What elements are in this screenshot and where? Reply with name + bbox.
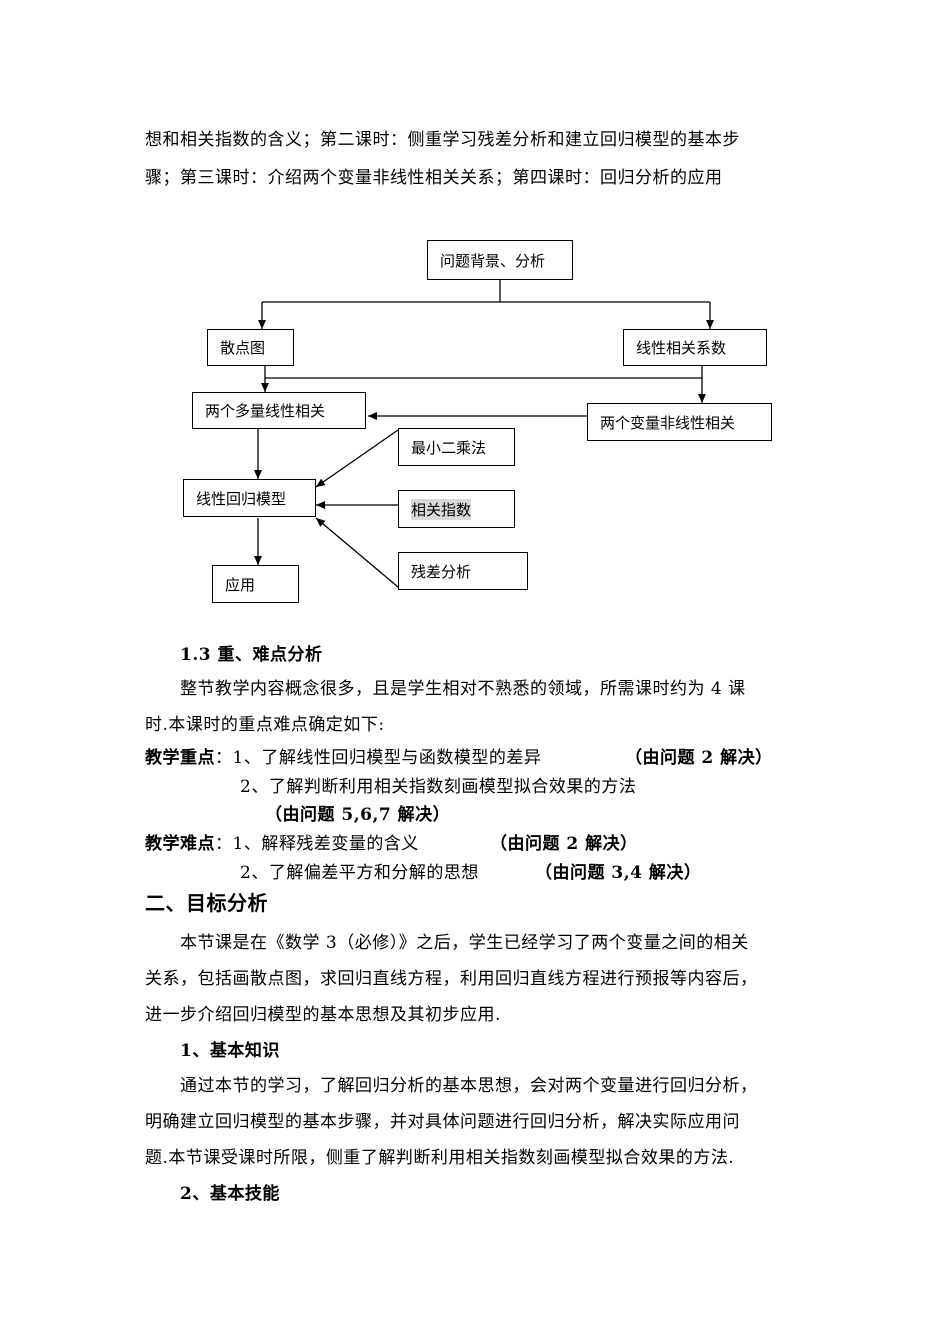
box-model: 线性回归模型: [183, 479, 316, 517]
box-application: 应用: [212, 565, 299, 603]
key-item-1: ：1、了解线性回归模型与函数模型的差异: [215, 748, 542, 768]
box-two-nonlinear: 两个变量非线性相关: [587, 403, 772, 441]
arrow-residual: [315, 517, 399, 588]
subheading-basic-skills: 2、基本技能: [180, 1184, 280, 1204]
difficulty-point-1: 教学难点：1、解释残差变量的含义: [145, 829, 419, 854]
key-item-2-note: （由问题 5,6,7 解决）: [265, 805, 451, 825]
s2-p-line2: 关系，包括画散点图，求回归直线方程，利用回归直线方程进行预报等内容后，: [145, 969, 758, 989]
box-scatter: 散点图: [207, 329, 294, 366]
box-background: 问题背景、分析: [427, 240, 573, 280]
knowledge-line1: 通过本节的学习，了解回归分析的基本思想，会对两个变量进行回归分析，: [180, 1076, 758, 1096]
knowledge-line2: 明确建立回归模型的基本步骤，并对具体问题进行回归分析，解决实际应用问: [145, 1112, 740, 1132]
box-linear-corr: 线性相关系数: [623, 329, 767, 366]
key-label: 教学重点: [145, 748, 215, 768]
index-label: 相关指数: [411, 498, 472, 520]
s13-p1-line2: 时.本课时的重点难点确定如下:: [145, 715, 385, 735]
difficulty-item-2: 2、了解偏差平方和分解的思想: [240, 863, 479, 883]
section-2-heading: 二、目标分析: [145, 891, 268, 915]
difficulty-item-1-note: （由问题 2 解决）: [490, 834, 638, 854]
key-item-2: 2、了解判断利用相关指数刻画模型拟合效果的方法: [240, 777, 637, 797]
subheading-basic-knowledge: 1、基本知识: [180, 1041, 280, 1061]
intro-line-2: 骤；第三课时：介绍两个变量非线性相关关系；第四课时：回归分析的应用: [145, 168, 723, 188]
knowledge-line3: 题.本节课受课时所限，侧重了解判断利用相关指数刻画模型拟合效果的方法.: [145, 1148, 735, 1168]
flow-diagram-connectors: [254, 280, 714, 588]
s13-p1-line1: 整节教学内容概念很多，且是学生相对不熟悉的领域，所需课时约为 4 课: [180, 679, 746, 699]
difficulty-label: 教学难点: [145, 834, 215, 854]
intro-line-1: 想和相关指数的含义；第二课时：侧重学习残差分析和建立回归模型的基本步: [145, 130, 740, 150]
box-residual: 残差分析: [398, 552, 528, 590]
box-two-linear: 两个多量线性相关: [192, 392, 366, 429]
s2-p-line1: 本节课是在《数学 3（必修）》之后，学生已经学习了两个变量之间的相关: [180, 933, 749, 953]
box-least-squares: 最小二乘法: [398, 428, 515, 466]
box-index: 相关指数: [398, 490, 515, 528]
section-1-3-heading: 1.3 重、难点分析: [180, 645, 323, 665]
arrow-least-squares: [315, 429, 399, 488]
difficulty-item-1: ：1、解释残差变量的含义: [215, 834, 419, 854]
difficulty-item-2-note: （由问题 3,4 解决）: [535, 863, 702, 883]
s2-p-line3: 进一步介绍回归模型的基本思想及其初步应用.: [145, 1005, 501, 1025]
key-item-1-note: （由问题 2 解决）: [625, 748, 773, 768]
key-point-1: 教学重点：1、了解线性回归模型与函数模型的差异: [145, 743, 541, 768]
